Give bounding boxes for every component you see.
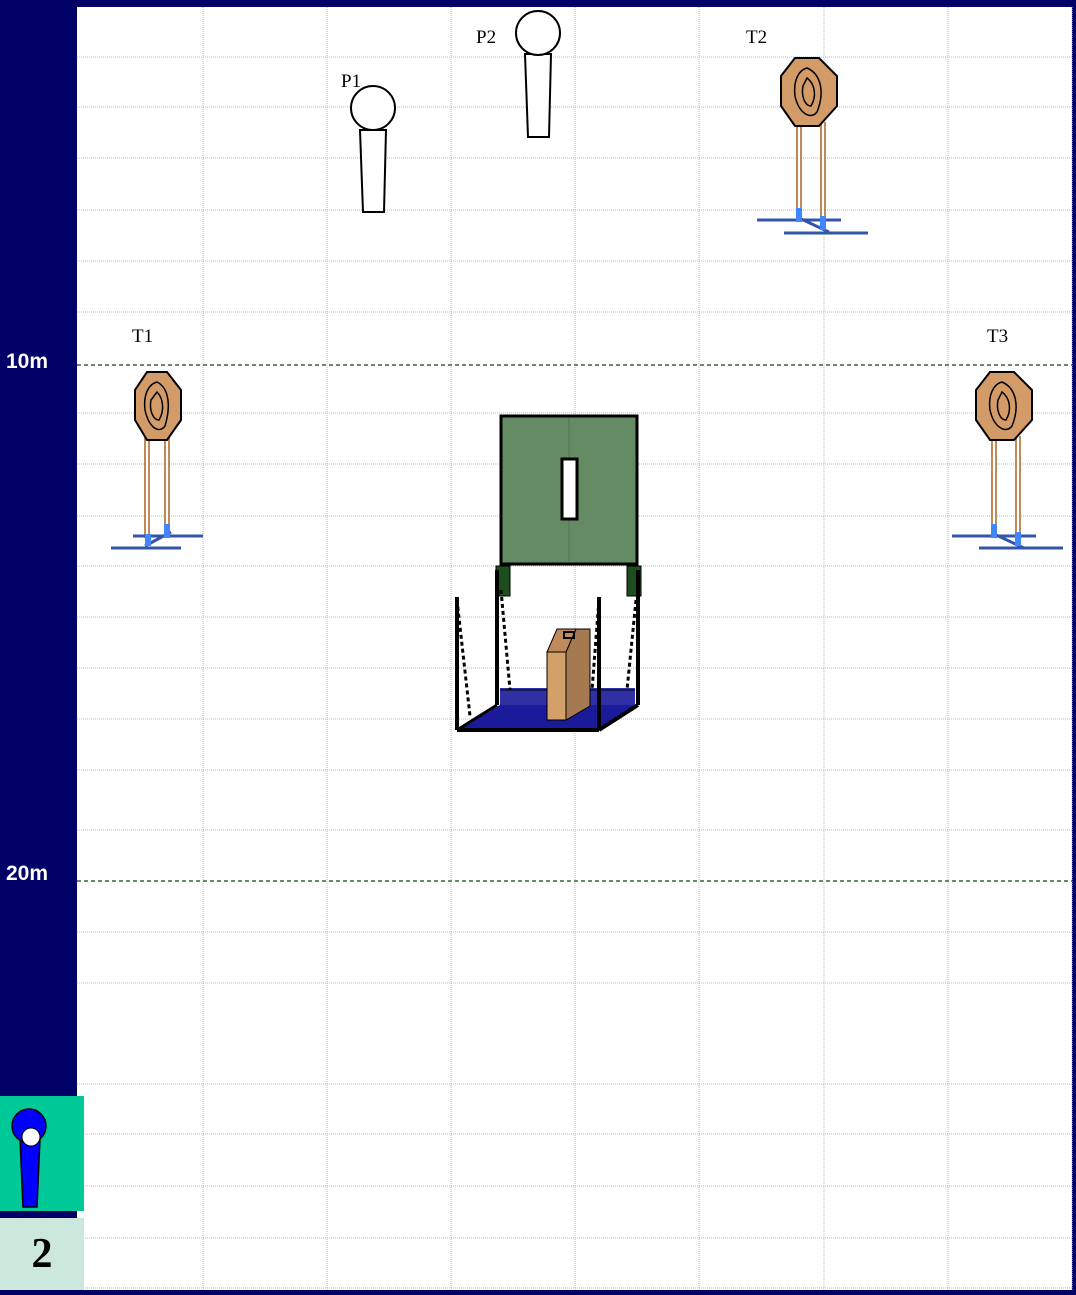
shooter-icon (0, 1096, 84, 1211)
distance-label-10m: 10m (6, 350, 70, 374)
target-t2-label: T2 (746, 27, 767, 49)
popper-p1-label: P1 (341, 71, 361, 93)
stage-number: 2 (0, 1218, 84, 1290)
briefcase (547, 629, 590, 720)
distance-label-20m: 20m (6, 862, 70, 886)
target-t1-label: T1 (132, 326, 153, 348)
target-t3-label: T3 (987, 326, 1008, 348)
popper-p2-label: P2 (476, 27, 496, 49)
